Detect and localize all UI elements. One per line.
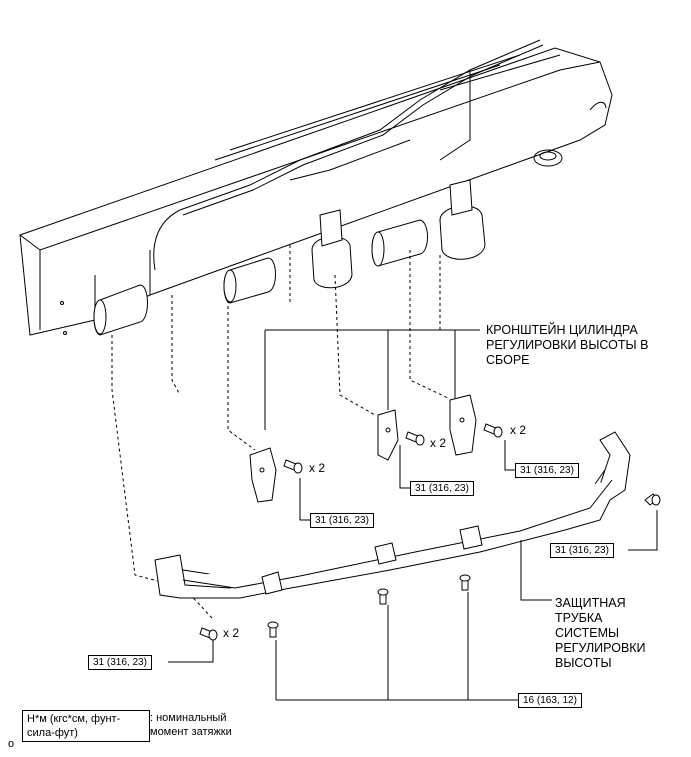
flange-bolts (199, 423, 661, 641)
torque-label-clamp-bolts: 16 (163, 12) (518, 693, 582, 708)
torque-label-bracket-left: 31 (316, 23) (310, 513, 374, 528)
height-control-cylinders (93, 179, 486, 336)
torque-label-tube-left-bolt: 31 (316, 23) (88, 655, 152, 670)
bracket-callout: КРОНШТЕЙН ЦИЛИНДРА РЕГУЛИРОВКИ ВЫСОТЫ В … (486, 323, 649, 367)
qty-bracket-right: x 2 (510, 423, 527, 437)
tube-callout: ЗАЩИТНАЯ ТРУБКА СИСТЕМЫ РЕГУЛИРОВКИ ВЫСО… (555, 596, 646, 670)
corner-mark: o (8, 738, 15, 750)
torque-label-bracket-middle: 31 (316, 23) (410, 481, 474, 496)
torque-label-bracket-right: 31 (316, 23) (515, 463, 579, 478)
torque-unit-legend: Н*м (кгс*см, фунт- сила-фут) (22, 710, 150, 742)
qty-bracket-left: x 2 (309, 461, 326, 475)
height-control-protector-tube (154, 431, 631, 599)
alignment-lines (111, 245, 449, 619)
qty-bracket-middle: x 2 (430, 436, 447, 450)
leader-lines (168, 329, 658, 701)
torque-label-tube-end: 31 (316, 23) (550, 543, 614, 558)
frame-crossmember (19, 47, 613, 336)
qty-tube-left-bolt: x 2 (223, 626, 240, 640)
torque-legend-meaning: : номинальный момент затяжки (150, 712, 232, 738)
bracket-assemblies (249, 394, 477, 503)
brake-lines (153, 39, 544, 271)
